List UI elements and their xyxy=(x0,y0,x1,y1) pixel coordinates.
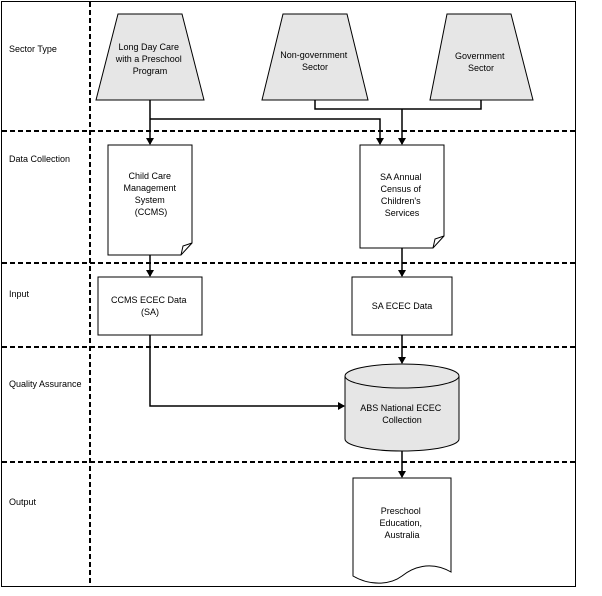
connectors xyxy=(146,100,482,478)
sa-census-document-shape xyxy=(359,144,445,249)
sa-census-document-fold xyxy=(432,235,445,249)
arrow-ccms-data-to-abs xyxy=(149,335,345,410)
ccms-document-fold xyxy=(180,242,193,256)
government-sector-label: Government Sector xyxy=(455,51,507,73)
abs-collection-cylinder-body xyxy=(344,376,460,452)
sa-census-document-label: SA Annual Census of Children's Services xyxy=(380,172,424,218)
non-government-sector-label: Non-government Sector xyxy=(280,50,350,72)
sa-ecec-data-label: SA ECEC Data xyxy=(372,301,433,311)
arrow-ldc-to-census xyxy=(150,118,384,145)
government-sector-shape xyxy=(429,13,534,101)
ccms-ecec-data-label: CCMS ECEC Data (SA) xyxy=(111,295,189,317)
row-label-input: Input xyxy=(9,289,30,299)
long-day-care-shape xyxy=(95,13,205,101)
non-government-sector-shape xyxy=(261,13,369,101)
ccms-document-label: Child Care Management System (CCMS) xyxy=(123,171,178,217)
row-label-output: Output xyxy=(9,497,37,507)
row-label-sector-type: Sector Type xyxy=(9,44,57,54)
abs-collection-label: ABS National ECEC Collection xyxy=(360,403,444,425)
row-label-data-collection: Data Collection xyxy=(9,154,70,164)
ccms-document-shape xyxy=(107,144,193,256)
output-document-shape xyxy=(352,477,452,584)
long-day-care-label: Long Day Care with a Preschool Program xyxy=(115,42,185,76)
abs-collection-cylinder-top xyxy=(344,363,460,389)
ccms-ecec-data-box xyxy=(97,276,203,336)
connector-sectors-merge xyxy=(314,100,482,110)
diagram-border xyxy=(1,1,576,587)
output-document-label: Preschool Education, Australia xyxy=(379,506,424,540)
sa-ecec-data-box xyxy=(351,276,453,336)
row-label-quality-assurance: Quality Assurance xyxy=(9,379,82,389)
